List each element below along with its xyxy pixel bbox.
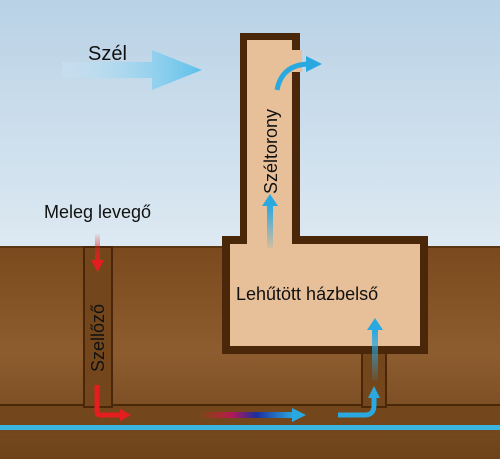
bottom-flow-blue-curve bbox=[338, 396, 377, 418]
tower-exit-arrow bbox=[274, 61, 311, 91]
bottom-flow-mixed bbox=[200, 412, 294, 418]
interior-up-arrowhead bbox=[367, 318, 383, 330]
vent-down-arrow-shaft bbox=[95, 234, 100, 262]
vent-shaft-label: Szellőző bbox=[88, 304, 108, 372]
tower-up-arrow-shaft bbox=[267, 206, 273, 248]
bottom-flow-red bbox=[94, 385, 122, 418]
wind-label: Szél bbox=[88, 43, 127, 65]
tower-exit-arrowhead bbox=[306, 56, 322, 72]
tower-house-interior bbox=[230, 40, 420, 346]
water-line bbox=[0, 425, 500, 430]
bottom-flow-blue-head bbox=[368, 386, 380, 398]
bottom-flow-red-head bbox=[120, 409, 131, 421]
bottom-flow-mixed-head bbox=[292, 408, 306, 422]
wind-arrow bbox=[62, 50, 202, 90]
warm-air-label: Meleg levegő bbox=[44, 202, 151, 222]
interior-up-arrow-shaft bbox=[372, 330, 378, 380]
vent-shaft bbox=[83, 246, 113, 408]
tower-up-arrowhead bbox=[262, 194, 278, 206]
cooled-interior-label: Lehűtött házbelső bbox=[236, 284, 378, 304]
wind-tower-label: Széltorony bbox=[261, 109, 281, 194]
vent-down-arrowhead bbox=[91, 260, 104, 272]
